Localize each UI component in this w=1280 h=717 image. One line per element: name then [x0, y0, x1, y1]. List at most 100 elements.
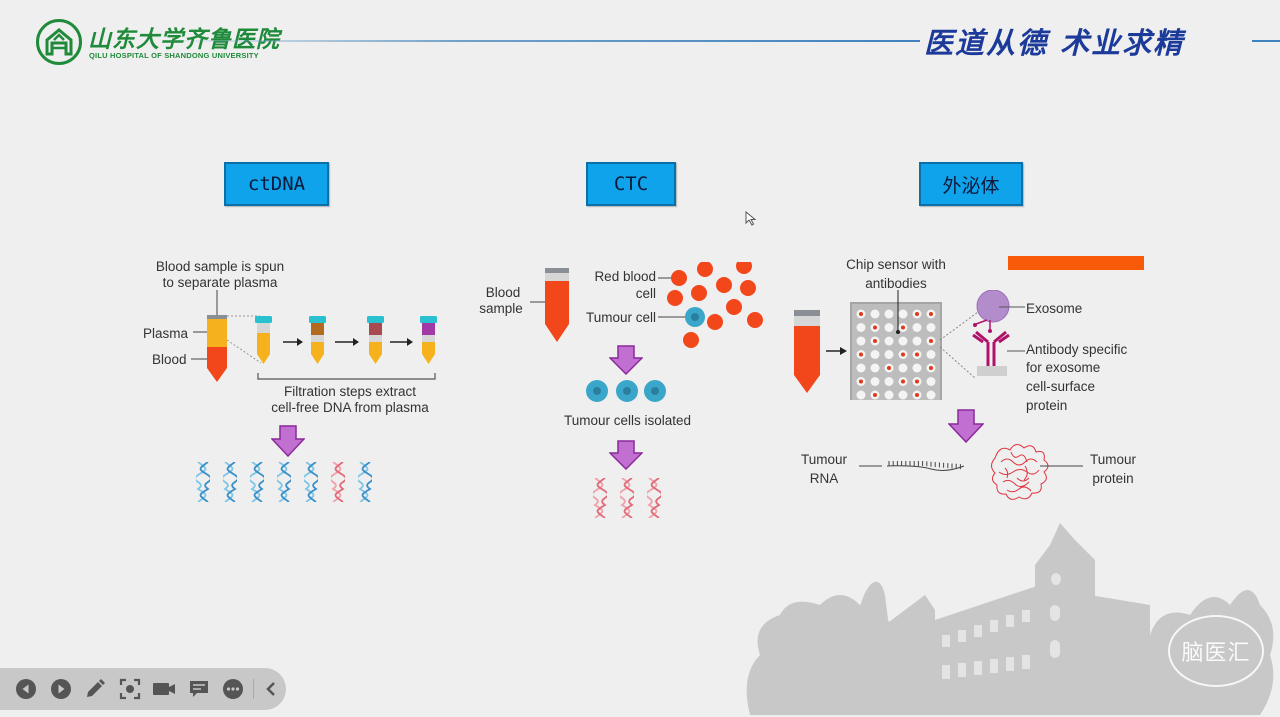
hospital-name-cn: 山东大学齐鲁医院: [88, 26, 280, 53]
tumour-dna-strands: [593, 478, 661, 518]
down-arrow-icon: [609, 345, 643, 375]
tumour-cell-label: Tumour cell: [585, 310, 656, 325]
bound-exosome: [859, 352, 863, 357]
category-exosome: 外泌体: [919, 162, 1023, 206]
blood-sample-line1: Blood: [485, 285, 521, 300]
filter-tube-3: [367, 316, 384, 364]
bound-exosome: [929, 366, 933, 370]
hospital-name-en: QILU HOSPITAL OF SHANDONG UNIVERSITY: [89, 51, 259, 60]
next-circle-icon: [50, 679, 71, 699]
spin-caption-line2: to separate plasma: [162, 275, 278, 290]
dna-helix-icon: [223, 462, 237, 502]
mouse-cursor-icon: [745, 211, 757, 226]
pen-tool-button[interactable]: [78, 674, 113, 704]
filter-tube-2: [309, 316, 326, 364]
antibody-caption-line2: for exosome: [1026, 360, 1101, 375]
chip-well: [856, 323, 866, 332]
exosome: [973, 290, 1025, 333]
pencil-icon: [87, 679, 106, 697]
prev-circle-icon: [16, 679, 37, 699]
dna-helix-icon: [304, 462, 318, 502]
dna-helix-icon: [277, 462, 291, 502]
watermark-logo: 脑医汇: [1168, 615, 1264, 687]
camera-button[interactable]: [147, 674, 182, 704]
bound-exosome: [929, 312, 933, 316]
more-icon: [223, 679, 244, 699]
chip-well: [926, 390, 936, 400]
dna-helix-icon: [331, 462, 345, 502]
more-options-button[interactable]: [216, 674, 251, 704]
tumour-cell: [685, 307, 705, 327]
chip-well: [856, 363, 866, 373]
bound-exosome: [873, 393, 877, 397]
header-divider-right: [1252, 40, 1280, 42]
tumour-rna-strand: [859, 461, 965, 471]
hospital-logo: [36, 19, 82, 65]
focus-icon: [119, 678, 140, 700]
bound-exosome: [873, 339, 877, 343]
chip-well: [926, 350, 936, 359]
bound-exosome: [929, 339, 933, 343]
chip-well: [884, 336, 894, 346]
down-arrow-icon: [609, 440, 643, 470]
hospital-building-sketch: [746, 523, 1274, 715]
chip-surface: [977, 366, 1007, 376]
ctc-blood-tube: [545, 268, 569, 342]
bound-exosome: [915, 312, 919, 316]
chip-well: [870, 309, 880, 319]
bound-exosome: [887, 366, 891, 370]
cell-free-dna-strands: [196, 462, 372, 502]
bound-exosome: [915, 379, 919, 384]
chip-well: [856, 336, 866, 346]
blood-label: Blood: [152, 352, 187, 367]
tumour-rna-line2: RNA: [809, 471, 839, 486]
bound-exosome: [901, 325, 905, 330]
red-blood-cell-line2: cell: [635, 286, 656, 301]
tumour-rna-line1: Tumour: [800, 452, 847, 467]
chip-well: [898, 390, 908, 400]
video-camera-icon: [153, 683, 176, 695]
category-ctdna: ctDNA: [224, 162, 329, 206]
dna-helix-icon: [593, 478, 607, 518]
antibody: [972, 330, 1010, 366]
chip-well: [912, 363, 922, 373]
chip-well: [884, 377, 894, 386]
hospital-logo-icon: [45, 28, 73, 56]
chip-well: [884, 390, 894, 400]
bound-exosome: [859, 379, 863, 384]
chip-well: [912, 336, 922, 346]
red-blood-cell-line1: Red blood: [594, 269, 656, 284]
dna-helix-icon: [196, 462, 210, 502]
toolbar-separator: [252, 679, 254, 699]
centrifuged-tube: [207, 315, 227, 382]
antibody-caption-line3: cell-surface: [1026, 379, 1096, 394]
next-slide-button[interactable]: [44, 674, 79, 704]
presentation-toolbar: [0, 668, 286, 710]
chip-well: [926, 377, 936, 386]
chip-well: [870, 363, 880, 373]
ctc-blood-diagram: [530, 262, 763, 348]
spotlight-button[interactable]: [113, 674, 148, 704]
bound-exosome: [901, 379, 905, 384]
chip-sensor: [850, 302, 942, 400]
dna-helix-icon: [358, 462, 372, 502]
antibody-caption-line4: protein: [1026, 398, 1068, 413]
bound-exosome: [873, 325, 877, 330]
collapse-toolbar-button[interactable]: [260, 674, 282, 704]
chip-well: [856, 390, 866, 400]
category-ctc: CTC: [586, 162, 676, 206]
tumour-cell: [616, 380, 638, 402]
down-arrow-icon: [271, 425, 305, 457]
tumour-protein: [991, 444, 1083, 500]
filtration-caption-line2: cell-free DNA from plasma: [271, 400, 429, 415]
isolated-tumour-cells: [586, 380, 666, 402]
chip-caption-line1: Chip sensor with: [846, 257, 946, 272]
comment-button[interactable]: [182, 674, 217, 704]
tumour-cells-isolated-label: Tumour cells isolated: [563, 413, 692, 428]
previous-slide-button[interactable]: [9, 674, 44, 704]
exosome-label: Exosome: [1026, 301, 1083, 316]
down-arrow-icon: [948, 409, 984, 443]
filter-tube-4: [420, 316, 437, 364]
exosome-blood-tube: [794, 310, 820, 393]
chip-well: [926, 323, 936, 332]
